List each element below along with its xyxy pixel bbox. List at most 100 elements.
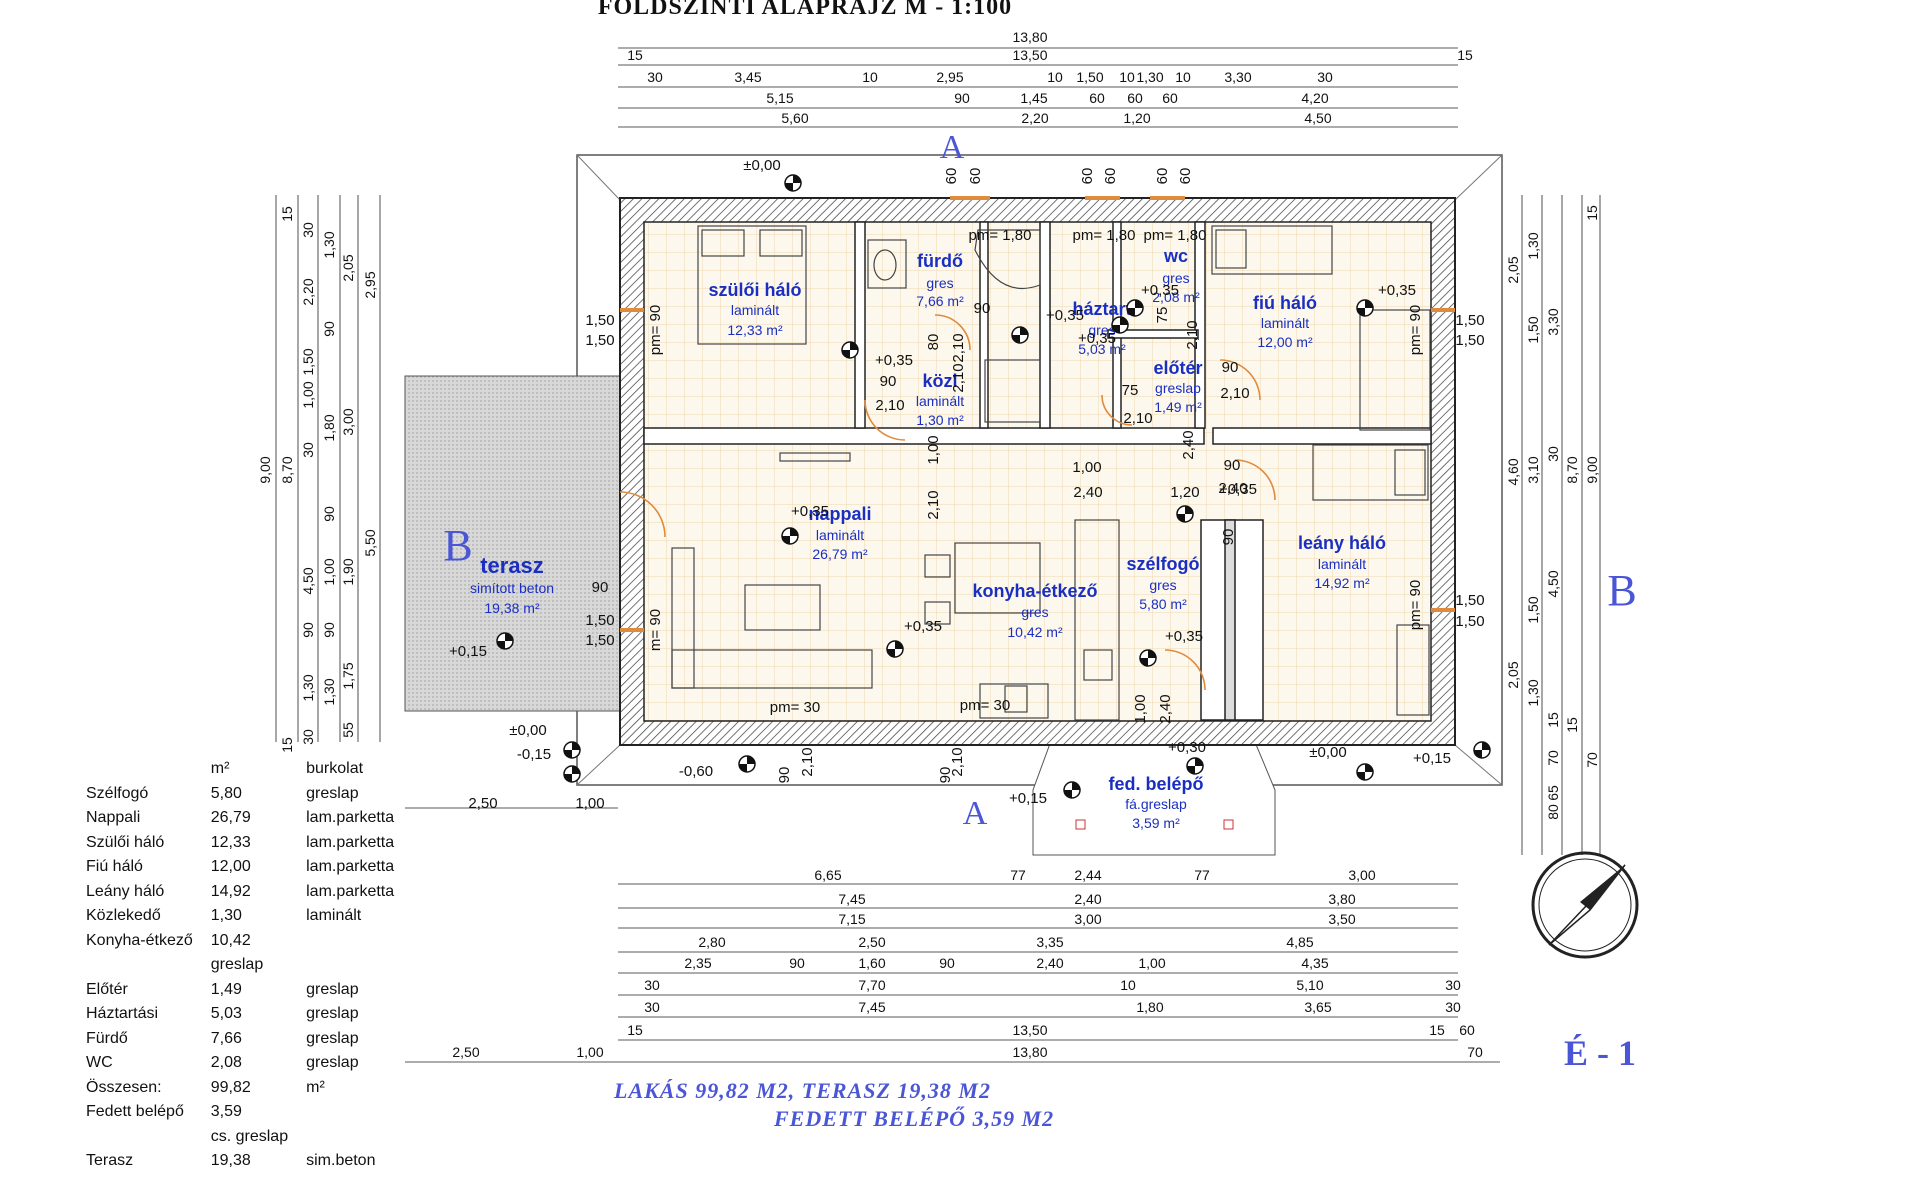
table-cell-area: 2,08: [210, 1054, 242, 1071]
room-finish: greslap: [1155, 380, 1201, 396]
room-finish: laminált: [1261, 315, 1309, 331]
level-marker-icon: [563, 765, 581, 783]
room-name: fürdő: [917, 251, 963, 271]
opening-label: 1,00: [575, 795, 604, 812]
dimension-text: 9,00: [1584, 456, 1600, 483]
dimension-text: 1,30: [300, 674, 316, 701]
table-cell-finish: lam.parketta: [306, 858, 395, 875]
level-text: ±0,00: [743, 157, 780, 174]
level-marker-icon: [1011, 326, 1029, 344]
level-marker-icon: [563, 741, 581, 759]
table-cell-name: Előtér: [86, 980, 128, 998]
level-marker-icon: [886, 640, 904, 658]
opening-label: 2,10: [950, 363, 967, 392]
roof-hip-line: [576, 154, 621, 201]
room-area: 14,92 m²: [1314, 575, 1370, 591]
dimension-text: 30: [1317, 69, 1333, 85]
table-cell-finish: lam.parketta: [306, 833, 395, 851]
table-cell-area: 99,82: [210, 1078, 251, 1096]
table-cell-finish: [306, 932, 402, 957]
level-marker-icon: [781, 527, 799, 545]
table-cell-area: 1,49: [210, 980, 242, 998]
level-text: +0,30: [1168, 739, 1206, 756]
dimension-text: 1,50: [1525, 596, 1541, 623]
table-cell-area: 19,38: [210, 1152, 251, 1169]
interior-floor: [643, 221, 1432, 722]
room-area: 7,66 m²: [916, 293, 964, 309]
table-cell-finish: lam.parketta: [306, 882, 395, 900]
room-finish: gres: [1088, 322, 1115, 338]
dimension-text: 55: [340, 722, 356, 738]
dimension-text: 4,35: [1301, 955, 1328, 971]
table-cell-finish: laminált: [306, 907, 362, 924]
room-name: leány háló: [1298, 533, 1386, 553]
opening-label: 1,20: [1170, 484, 1199, 501]
dimension-text: 70: [1545, 750, 1561, 766]
table-cell-finish: m²: [306, 1078, 325, 1096]
dimension-text: 7,70: [858, 977, 885, 993]
dimension-text: 90: [321, 321, 337, 337]
opening-label: 2,10: [1220, 385, 1249, 402]
dimension-text: 80: [1545, 804, 1561, 820]
dimension-text: 1,75: [340, 662, 356, 689]
window-label: pm= 90: [1407, 305, 1424, 355]
opening-label: 60: [967, 168, 984, 185]
dimension-text: 15: [1457, 47, 1473, 63]
dimension-text: 13,50: [1012, 1022, 1047, 1038]
opening-label: 90: [592, 579, 609, 596]
dimension-text: 4,50: [300, 567, 316, 594]
room-area: 10,42 m²: [1007, 624, 1063, 640]
table-cell-name: Terasz: [86, 1152, 134, 1169]
room-finish: gres: [926, 275, 953, 291]
section-mark-b-left: B: [443, 521, 472, 570]
level-marker-icon: [1111, 316, 1129, 334]
dimension-text: 15: [1429, 1022, 1445, 1038]
dimension-text: 77: [1010, 867, 1026, 883]
dimension-text: 2,05: [340, 254, 356, 281]
level-marker-icon: [784, 174, 802, 192]
drawing-title: FÖLDSZINTI ALAPRAJZ M - 1:100: [598, 0, 1012, 20]
table-cell-finish: burkolat: [306, 760, 364, 777]
room-finish: laminált: [731, 302, 779, 318]
dimension-text: 3,30: [1224, 69, 1251, 85]
dimension-text: 1,30: [321, 678, 337, 705]
dimension-text: 8,70: [1564, 456, 1580, 483]
opening-label: 90: [1220, 529, 1237, 546]
dimension-text: 1,45: [1020, 90, 1047, 106]
table-cell-name: [86, 1128, 201, 1153]
table-row: greslap: [86, 956, 402, 981]
table-cell-area: 7,66: [210, 1029, 242, 1047]
opening-label: 2,10: [1184, 320, 1201, 349]
table-cell-name: Szülői háló: [86, 833, 165, 851]
level-text: +0,35: [1046, 307, 1084, 324]
room-labels: szülői háló laminált 12,33 m² fürdő gres…: [470, 246, 1386, 831]
opening-label: 60: [1102, 168, 1119, 185]
dimension-text: 2,80: [698, 934, 725, 950]
dimension-text: 8,70: [279, 456, 295, 483]
dimension-text: 2,40: [1036, 955, 1063, 971]
dimension-text: 5,50: [362, 529, 378, 556]
room-finish: gres: [1021, 604, 1048, 620]
table-cell-finish: lam.parketta: [306, 809, 395, 826]
opening-label: 2,10: [949, 747, 966, 776]
table-cell-finish: greslap: [306, 1005, 359, 1022]
opening-label: 1,00: [1132, 694, 1149, 723]
level-marker-icon: [1356, 299, 1374, 317]
table-cell-area: 10,42: [210, 931, 251, 949]
room-name: terasz: [480, 553, 544, 578]
terrace-slab: [404, 375, 621, 712]
window-label: pm= 90: [1407, 580, 1424, 630]
opening-label: 80: [925, 334, 942, 351]
table-cell-name: [86, 760, 201, 785]
level-text: +0,35: [875, 352, 913, 369]
